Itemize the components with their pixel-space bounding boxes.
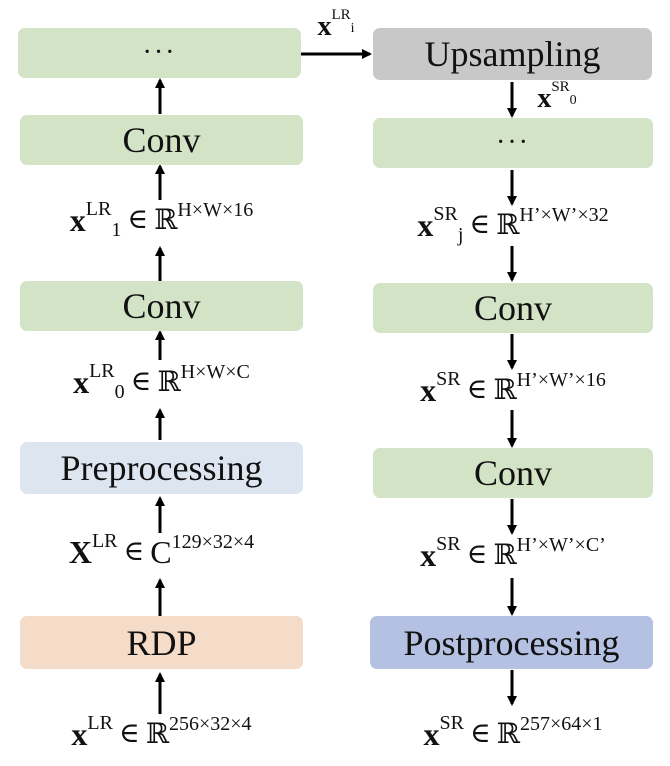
- left-eq-x-lr-1: x LR 1 ∈ ℝ H×W×16: [69, 198, 254, 241]
- left-eq-X-lr: X LR ∈ C 129×32×4: [68, 530, 255, 570]
- left-eq-x-lr-0: x LR 0 ∈ ℝ H×W×C: [73, 360, 250, 403]
- postprocessing-block: Postprocessing: [370, 616, 653, 669]
- right-conv-bottom-block: Conv: [373, 448, 653, 498]
- right-eq-x-sr-j: x SR j ∈ ℝ H’×W’×32: [417, 203, 609, 246]
- preprocessing-block: Preprocessing: [20, 442, 303, 494]
- rdp-block: RDP: [20, 616, 303, 669]
- connector-label-x-lr-i: x LR i: [317, 6, 355, 42]
- right-eq-x-sr-c: x SR ∈ ℝ H’×W’×C’: [420, 533, 606, 573]
- right-eq-x-sr-0: x SR 0: [537, 78, 577, 114]
- left-eq-input: x LR ∈ ℝ 256×32×4: [71, 712, 252, 752]
- right-eq-output: x SR ∈ ℝ 257×64×1: [423, 712, 603, 752]
- right-ellipsis-block: ···: [373, 118, 653, 168]
- right-eq-x-sr-16: x SR ∈ ℝ H’×W’×16: [420, 368, 606, 408]
- left-ellipsis-block: ···: [18, 28, 301, 78]
- left-conv-top-block: Conv: [20, 115, 303, 165]
- right-conv-top-block: Conv: [373, 283, 653, 333]
- upsampling-block: Upsampling: [373, 28, 652, 80]
- left-conv-mid-block: Conv: [20, 281, 303, 331]
